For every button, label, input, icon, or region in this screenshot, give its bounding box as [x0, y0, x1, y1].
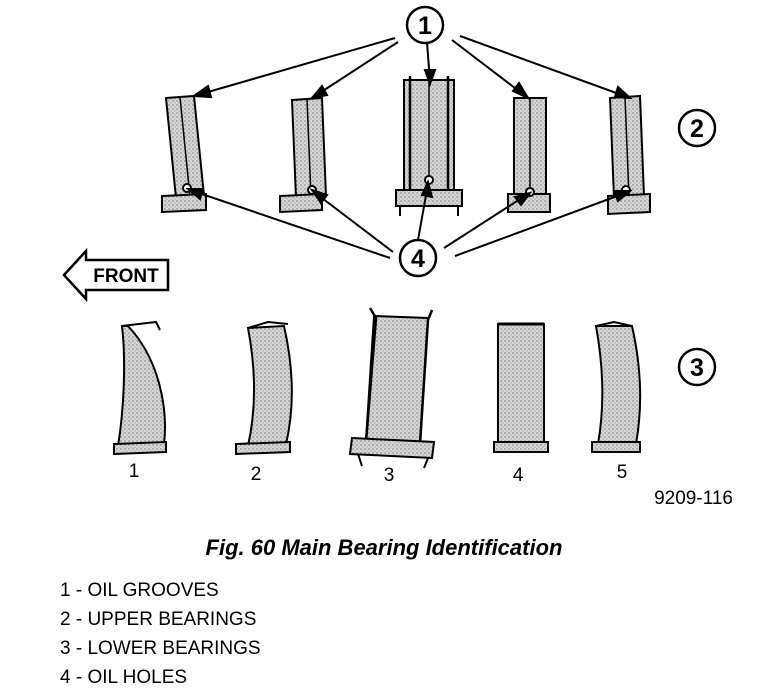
lower-bearing-3 — [348, 307, 436, 469]
callout-1: 1 — [405, 5, 445, 45]
callout-3: 3 — [677, 347, 717, 387]
callout-4: 4 — [398, 238, 438, 278]
upper-bearing-3 — [395, 76, 463, 216]
legend: 1 - OIL GROOVES 2 - UPPER BEARINGS 3 - L… — [60, 576, 261, 692]
figure-caption: Fig. 60 Main Bearing Identification — [205, 535, 563, 560]
lower-bearing-5 — [591, 320, 642, 453]
position-label-5: 5 — [617, 462, 628, 483]
lower-bearing-2 — [235, 320, 293, 456]
callout-2: 2 — [677, 108, 717, 148]
lower-bearing-4 — [493, 322, 549, 453]
upper-bearings-row — [161, 76, 651, 216]
position-label-4: 4 — [513, 465, 524, 486]
lower-bearing-1 — [113, 320, 167, 456]
lower-bearings-row — [113, 307, 642, 469]
upper-bearing-1 — [161, 94, 207, 214]
position-label-1: 1 — [129, 461, 140, 482]
figure-id: 9209-116 — [654, 488, 733, 509]
svg-text:1: 1 — [418, 12, 432, 40]
front-arrow: FRONT — [62, 247, 170, 303]
legend-item-upper-bearings: 2 - UPPER BEARINGS — [60, 609, 257, 630]
position-labels: 1 2 3 4 5 — [129, 461, 628, 486]
svg-text:2: 2 — [690, 115, 704, 143]
svg-text:3: 3 — [690, 354, 704, 382]
legend-item-oil-holes: 4 - OIL HOLES — [60, 667, 188, 688]
oil-hole-leaders — [185, 179, 633, 259]
front-label: FRONT — [93, 266, 159, 287]
legend-item-oil-grooves: 1 - OIL GROOVES — [60, 580, 219, 601]
svg-text:4: 4 — [411, 245, 425, 273]
legend-item-lower-bearings: 3 - LOWER BEARINGS — [60, 638, 261, 659]
oil-groove-leaders — [191, 35, 633, 101]
position-label-3: 3 — [384, 465, 395, 486]
upper-bearing-4 — [507, 97, 551, 213]
position-label-2: 2 — [251, 464, 262, 485]
